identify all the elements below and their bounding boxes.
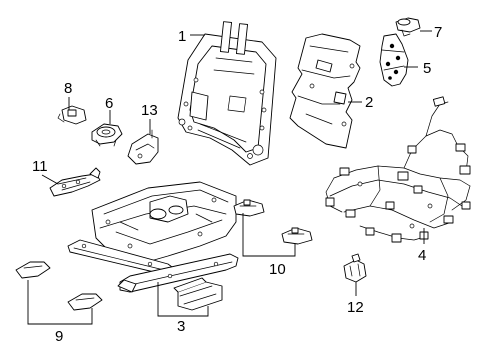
connector-clip — [343, 253, 367, 283]
leader-11 — [41, 174, 59, 185]
wire-harness — [325, 96, 471, 243]
lever-bracket — [49, 167, 101, 197]
leader-3 — [157, 282, 209, 317]
leader-lines — [27, 30, 432, 325]
right-track — [117, 253, 239, 293]
recliner-motor — [91, 123, 123, 147]
slide-track-cover — [173, 277, 223, 311]
seat-cushion-frame — [91, 181, 237, 265]
lumbar-support — [379, 33, 409, 87]
leader-9 — [27, 280, 93, 325]
leader-10 — [242, 213, 296, 257]
callout-8: 8 — [64, 80, 72, 97]
callout-labels: 1 2 3 4 5 6 7 8 9 10 11 12 13 — [32, 24, 442, 345]
switch-knob — [395, 17, 421, 37]
callout-5: 5 — [423, 60, 431, 77]
callout-12: 12 — [347, 299, 364, 316]
callout-1: 1 — [178, 28, 186, 45]
callout-13: 13 — [141, 102, 158, 119]
callout-10: 10 — [269, 261, 286, 278]
callout-4: 4 — [418, 247, 426, 264]
callout-7: 7 — [434, 24, 442, 41]
clip — [57, 105, 87, 125]
seat-back-pad — [289, 33, 361, 149]
callout-3: 3 — [177, 318, 185, 335]
callout-6: 6 — [105, 95, 113, 112]
callout-11: 11 — [32, 158, 48, 175]
motor-cover — [127, 129, 159, 165]
seat-back-frame — [177, 21, 277, 166]
track-end-cover — [15, 261, 103, 311]
track-bracket — [233, 199, 313, 245]
callout-2: 2 — [365, 94, 373, 111]
callout-9: 9 — [55, 328, 63, 345]
